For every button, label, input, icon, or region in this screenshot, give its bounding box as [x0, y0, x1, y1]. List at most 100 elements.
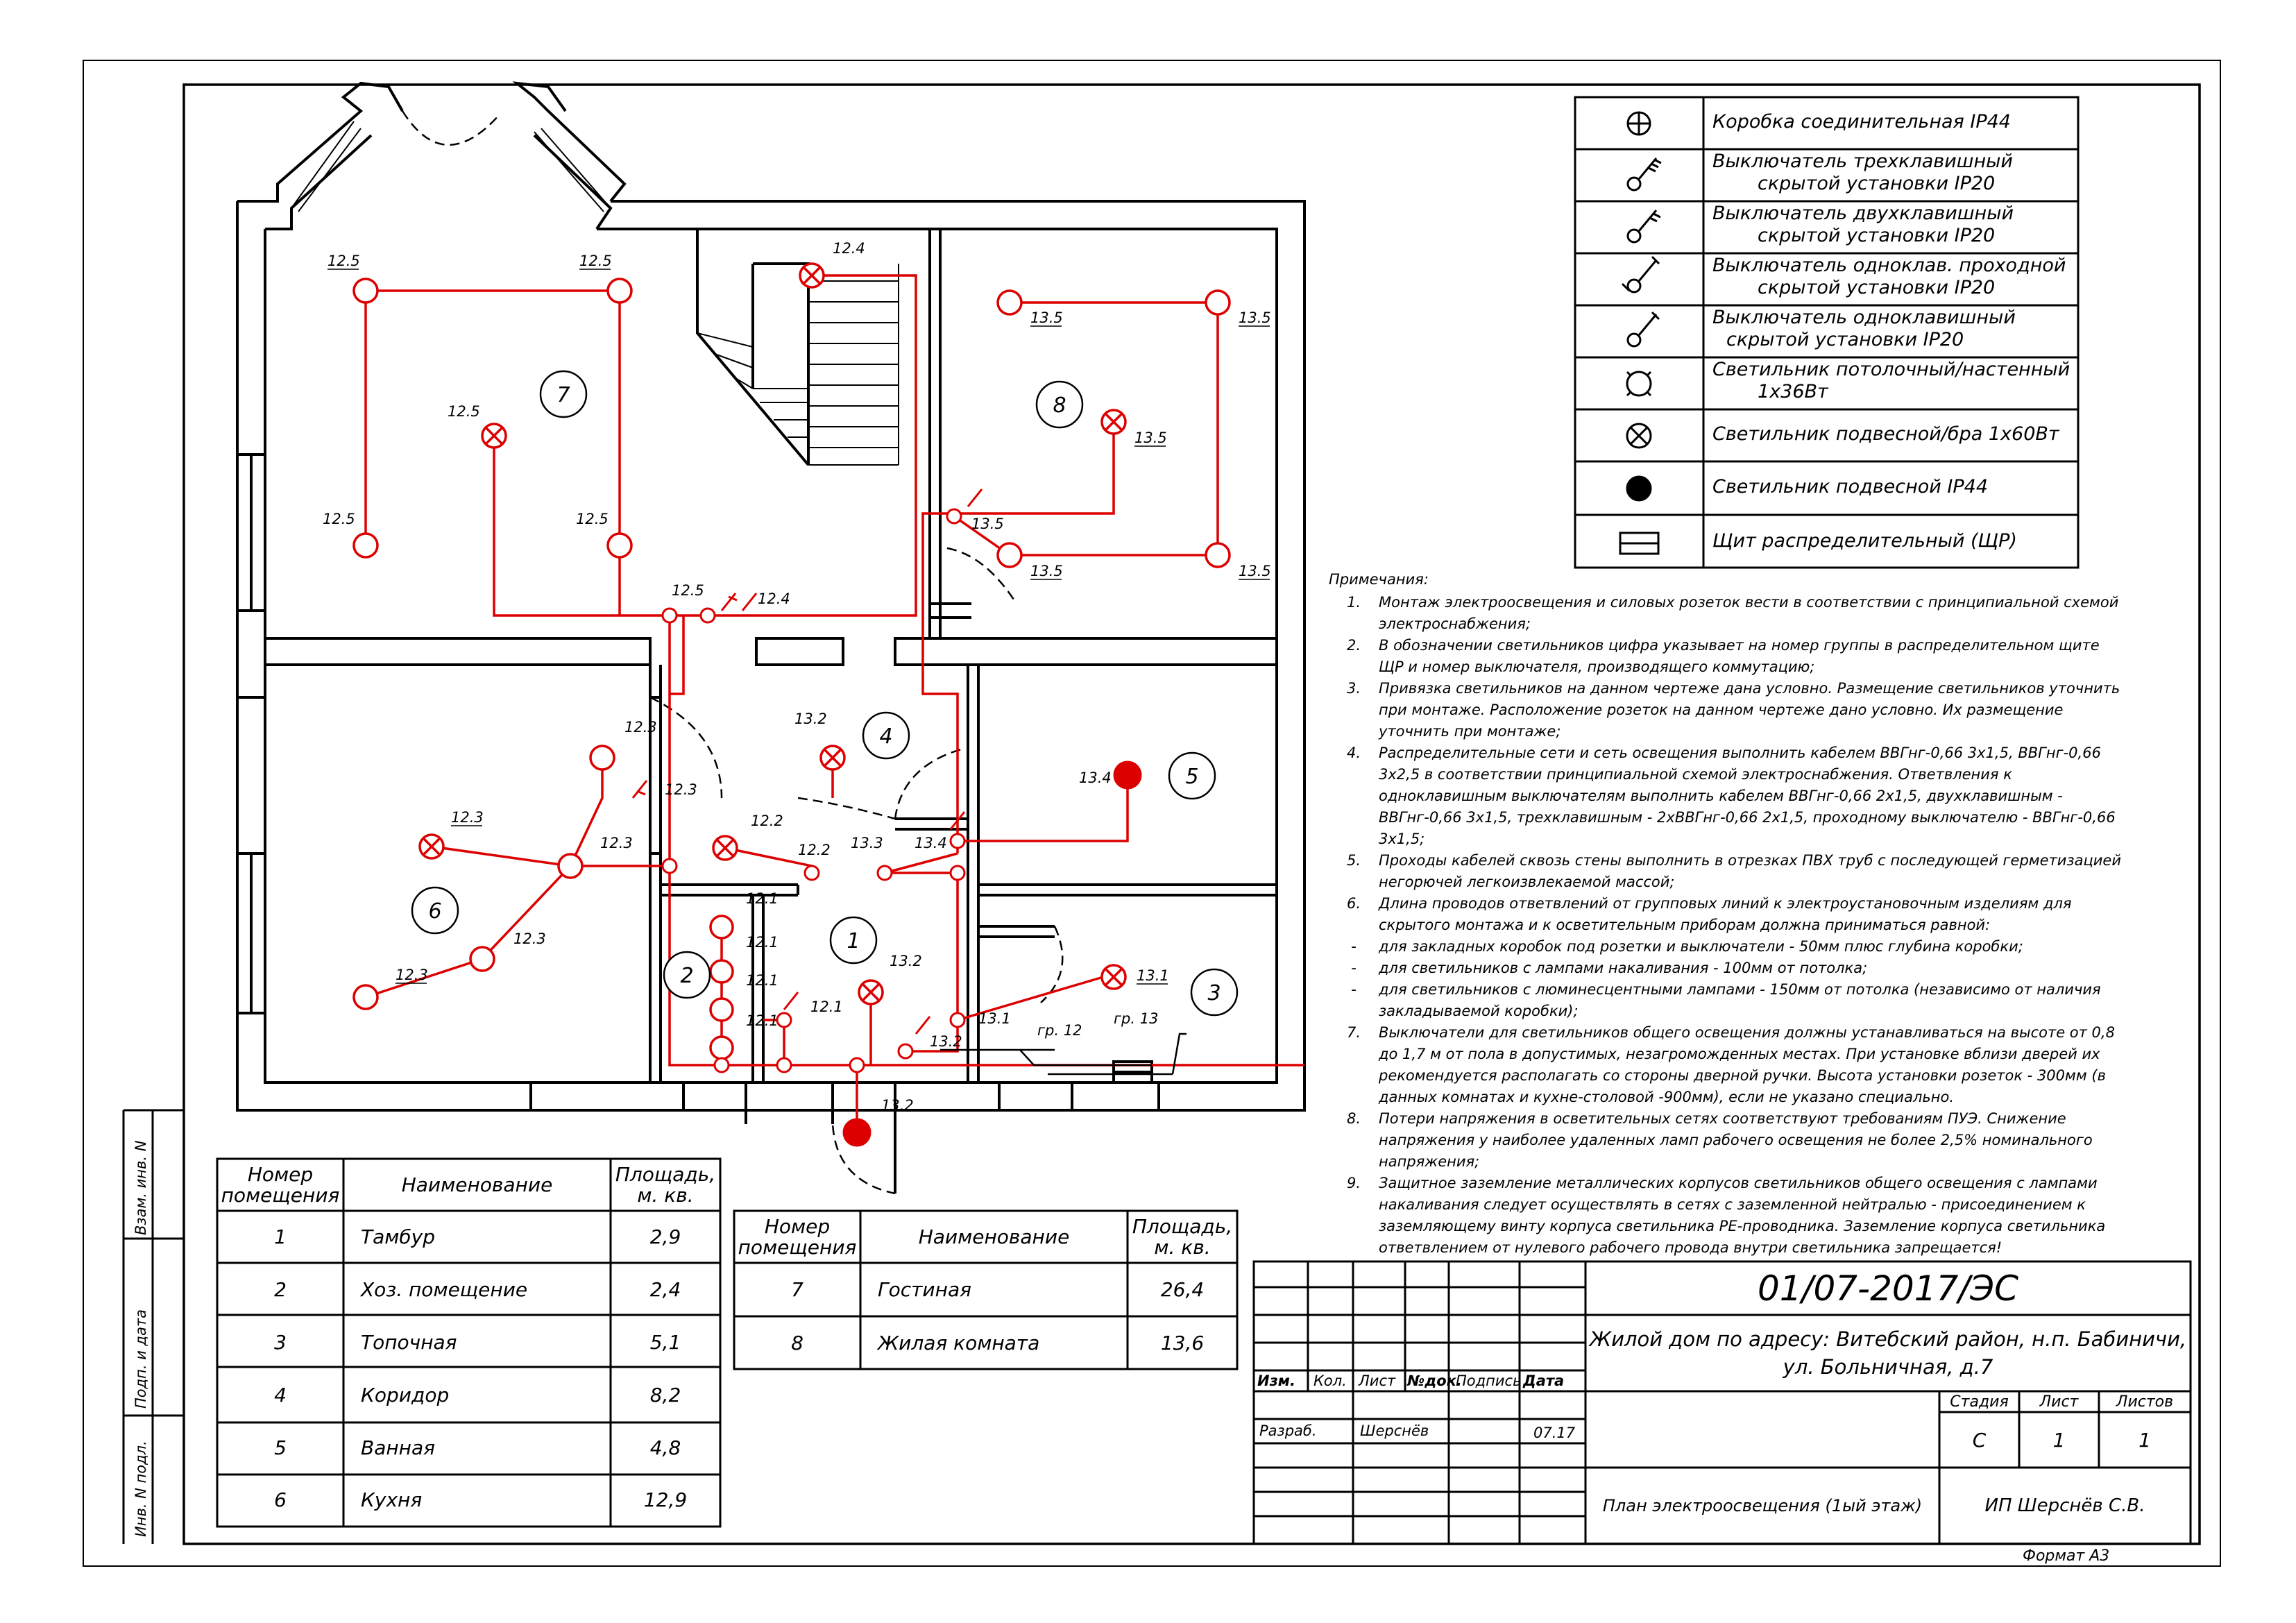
fixture-label: 12.4: [758, 590, 790, 607]
rooms_table_1-cell: 4: [274, 1383, 287, 1407]
rooms_table_2-cell: 8: [791, 1332, 803, 1354]
fixture-label: 13.3: [851, 835, 883, 851]
rooms_table_2-cell: Жилая комната: [878, 1332, 1040, 1354]
rooms_table_1-cell: 6: [274, 1488, 287, 1512]
note-line: ВВГнг-0,66 3х1,5, трехклавишным - 2хВВГн…: [1379, 809, 2116, 826]
rooms_table_1-cell: Ванная: [361, 1436, 435, 1459]
side-label-3: Инв. N подл.: [133, 1441, 149, 1537]
outer-border: [83, 60, 2221, 1567]
pendant-lamp: [1100, 409, 1127, 435]
legend-label-switch-2: Выключатель двухклавишный скрытой устано…: [1712, 203, 2014, 246]
ceiling-lamp: [352, 984, 379, 1010]
note-line: -для закладных коробок под розетки и вык…: [1351, 938, 2023, 955]
legend-label-pendant-lamp: Светильник подвесной/бра 1х60Вт: [1712, 423, 2059, 445]
ceiling-lamp: [709, 959, 734, 984]
rooms_table_1-cell: Коридор: [361, 1383, 450, 1407]
room-number-circle: [539, 370, 588, 418]
fixture-label: 12.3: [451, 809, 484, 826]
note-line: закладываемой коробки);: [1379, 1003, 1579, 1019]
pendant-ip44-lamp: [1113, 760, 1142, 790]
room-number-circle: [663, 951, 711, 999]
junction-box: [776, 1057, 792, 1073]
room-number-circle: [1035, 380, 1084, 429]
pendant-lamp: [858, 979, 884, 1005]
inner-frame: [182, 83, 2201, 1545]
fixture-label: 12.3: [600, 835, 633, 851]
ceiling-lamp: [1205, 289, 1231, 316]
format-label: Формат А3: [2023, 1547, 2110, 1565]
fixture-label: 13.5: [1239, 309, 1271, 326]
note-line: напряжения;: [1379, 1153, 1480, 1170]
sheet-name: План электроосвещения (1ый этаж): [1602, 1496, 1923, 1515]
note-line: данных комнатах и кухне-столовой -900мм)…: [1379, 1089, 1954, 1105]
room-number: 6: [428, 899, 441, 924]
rooms_table_1-cell: 1: [274, 1225, 287, 1249]
rooms_table_1-cell: 5,1: [649, 1330, 681, 1354]
notes-list: 1.Монтаж электроосвещения и силовых розе…: [1329, 592, 2196, 1259]
rooms-table-1-grid: [216, 1157, 722, 1528]
room-number-circle: [829, 916, 878, 965]
room-number-circle: [862, 711, 910, 760]
pendant-lamp: [481, 423, 507, 449]
fixture-label: 12.1: [746, 934, 779, 951]
fixture-label: 12.3: [624, 719, 657, 736]
ceiling-lamp: [709, 915, 734, 940]
junction-box: [699, 607, 716, 624]
junction-box: [661, 858, 678, 874]
room-number-circle: [1168, 751, 1216, 800]
door-swings: [401, 110, 1064, 1195]
organization: ИП Шерснёв С.В.: [1984, 1495, 2145, 1516]
note-line: 9.Защитное заземление металлических корп…: [1346, 1175, 2098, 1191]
listov-header: Листов: [2116, 1393, 2174, 1411]
rooms_table_2-cell: Гостиная: [878, 1278, 971, 1301]
junction-box: [849, 1057, 865, 1073]
junction-box: [949, 1012, 966, 1028]
table2-header-area: Площадь, м. кв.: [1132, 1214, 1233, 1259]
stamp-date: 07.17: [1533, 1425, 1576, 1441]
rooms_table_1-cell: 5: [274, 1436, 287, 1459]
note-line: -для светильников с лампами накаливания …: [1351, 960, 1868, 976]
rooms_table_1-cell: 2: [274, 1278, 287, 1302]
junction-box: [949, 865, 966, 881]
note-line: ответвлением от нулевого рабочего провод…: [1379, 1239, 2002, 1256]
stamp-izm: Изм.: [1257, 1373, 1295, 1389]
list-header: Лист: [2039, 1393, 2079, 1411]
pendant-lamp: [418, 833, 445, 860]
room-number: 7: [556, 383, 570, 407]
junction-boxes: [661, 508, 966, 1073]
fixture-label: 12.2: [798, 842, 831, 858]
note-line: уточнить при монтаже;: [1379, 723, 1561, 740]
pendant-lamp: [799, 262, 825, 289]
note-line: 3.Привязка светильников на данном чертеж…: [1346, 680, 2120, 697]
legend-label-panel: Щит распределительный (ЩР): [1712, 530, 2017, 552]
fixture-label: 13.1: [978, 1010, 1011, 1027]
fixture-label: 13.1: [1137, 967, 1169, 984]
rooms_table_2-cell: 7: [791, 1278, 803, 1301]
room-number-circle: [1190, 968, 1239, 1017]
junction-box-icon: [1626, 111, 1651, 136]
room-number: 5: [1185, 765, 1198, 789]
rooms_table_1-cell: 4,8: [649, 1436, 681, 1459]
ceiling-lamp: [589, 745, 615, 771]
pendant-lamp-icon: [1626, 423, 1652, 449]
fixture-label: 12.3: [396, 967, 428, 983]
fixture-label: 12.4: [833, 240, 865, 257]
fixture-label: 13.2: [881, 1097, 914, 1114]
ceiling-lamp: [709, 1035, 734, 1060]
fixture-label: 13.4: [1079, 770, 1112, 786]
note-line: 3х1,5;: [1379, 831, 1425, 847]
junction-box: [803, 865, 820, 881]
notes-block: Примечания: 1.Монтаж электроосвещения и …: [1329, 569, 2196, 1259]
note-line: при монтаже. Расположение розеток на дан…: [1379, 702, 2064, 718]
group-label: гр. 13: [1114, 1010, 1158, 1027]
stadia-header: Стадия: [1950, 1393, 2009, 1411]
document-code: 01/07-2017/ЭС: [1757, 1268, 2019, 1309]
note-line: рекомендуется располагать со стороны две…: [1379, 1067, 2106, 1084]
ceiling-lamp: [557, 853, 584, 879]
ceiling-lamp: [352, 532, 379, 559]
legend-label-switch-3: Выключатель трехклавишный скрытой устано…: [1712, 151, 2013, 194]
ceiling-lamp: [469, 946, 495, 972]
rooms_table_1-cell: 2,9: [649, 1225, 681, 1249]
note-line: скрытого монтажа и к осветительным прибо…: [1379, 917, 1991, 933]
rooms_table_2-cell: 26,4: [1160, 1278, 1205, 1301]
